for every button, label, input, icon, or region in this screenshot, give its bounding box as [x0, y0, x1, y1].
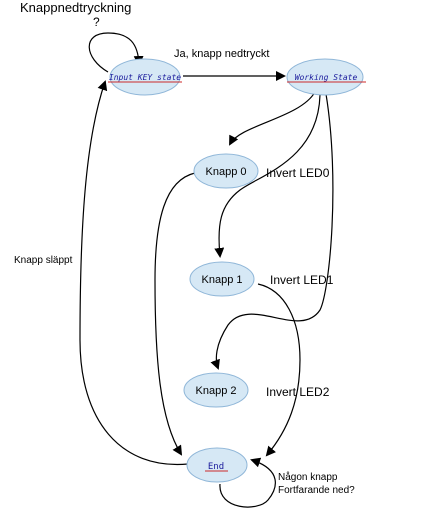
label-invert-led2: Invert LED2 [266, 385, 330, 399]
node-knapp2: Knapp 2 [183, 372, 249, 408]
label-invert-led0: Invert LED0 [266, 166, 330, 180]
edge-end-to-input [79, 80, 189, 466]
node-end: End [186, 447, 248, 483]
edge-working-to-knapp1 [214, 94, 321, 258]
edge-self-loop [88, 32, 144, 73]
label-yes-pressed: Ja, knapp nedtryckt [174, 48, 269, 60]
node-knapp1-label: Knapp 1 [202, 274, 243, 286]
node-working-state: Working_State [286, 58, 366, 96]
label-loop-question-l1: Knappnedtryckning [20, 0, 131, 15]
node-working-state-label: Working_State [295, 73, 358, 82]
edge-knapp0-to-end [154, 172, 196, 456]
node-knapp2-label: Knapp 2 [196, 385, 237, 397]
edge-working-to-knapp2 [210, 93, 334, 370]
label-released: Knapp släppt [14, 255, 73, 266]
label-any-pressed-l1: Någon knapp [278, 471, 338, 483]
node-knapp0: Knapp 0 [193, 153, 259, 189]
edge-end-self-loop [219, 457, 276, 508]
node-input-key-state: Input_KEY_state [108, 58, 182, 96]
label-loop-question-l2: ? [93, 15, 100, 29]
label-invert-led1: Invert LED1 [270, 273, 334, 287]
node-knapp1: Knapp 1 [189, 261, 255, 297]
edge-working-to-knapp0 [229, 91, 316, 146]
label-any-pressed-l2: Fortfarande ned? [278, 485, 355, 496]
edge-knapp1-to-end [257, 283, 301, 457]
node-knapp0-label: Knapp 0 [206, 166, 247, 178]
node-input-key-state-label: Input_KEY_state [109, 73, 181, 82]
node-end-label: End [208, 462, 224, 472]
